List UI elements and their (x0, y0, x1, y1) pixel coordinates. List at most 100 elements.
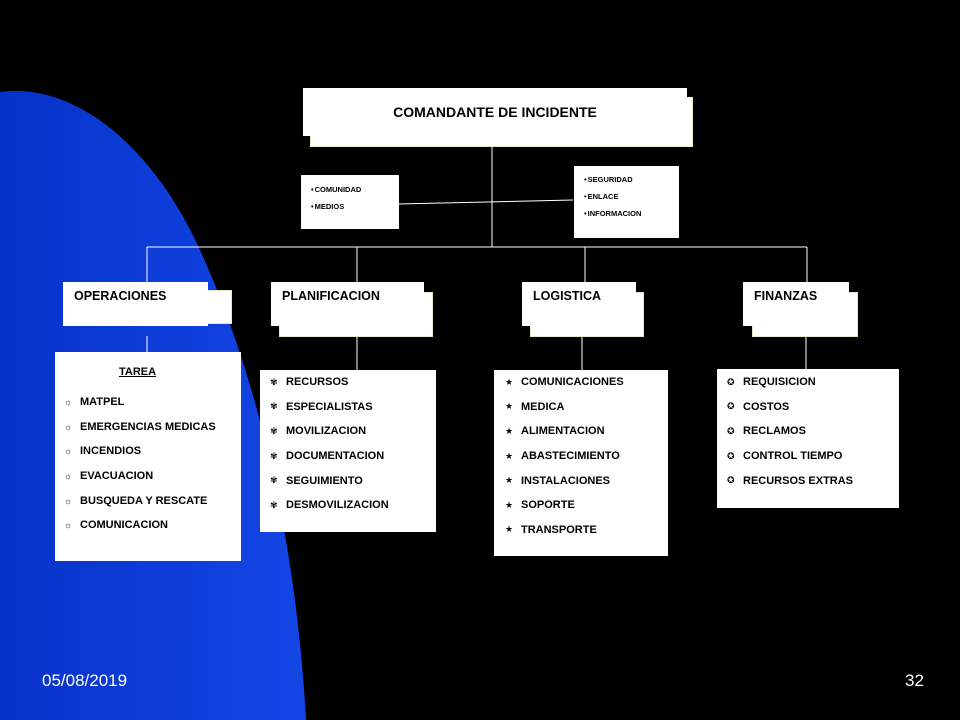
list-item: ★ INSTALACIONES (505, 468, 624, 493)
list-item-label: MATPEL (80, 396, 125, 409)
list-item-label: SOPORTE (521, 499, 575, 512)
star-icon: ★ (505, 524, 514, 535)
list-item-label: RECURSOS (286, 376, 349, 389)
staff-item: INFORMACION (584, 205, 679, 222)
section-logistica: LOGISTICA (522, 282, 636, 326)
flower-icon: ✾ (270, 450, 278, 461)
circled-star-icon: ✪ (727, 475, 735, 486)
finanzas-list: ✪ REQUISICION ✪ COSTOS ✪ RECLAMOS ✪ CONTROL … (727, 370, 853, 493)
section-operaciones: OPERACIONES (63, 282, 208, 326)
sun-icon: ☼ (64, 446, 73, 457)
list-item: ★ ALIMENTACION (505, 419, 624, 444)
planificacion-task-box (260, 370, 436, 532)
list-item: ☼ MATPEL (64, 390, 216, 415)
list-item: ✪ CONTROL TIEMPO (727, 444, 853, 469)
section-label: PLANIFICACION (282, 289, 380, 303)
list-item: ★ MEDICA (505, 395, 624, 420)
flower-icon: ✾ (270, 425, 278, 436)
list-item: ★ ABASTECIMIENTO (505, 444, 624, 469)
staff-left-list: COMUNIDAD MEDIOS (311, 181, 399, 215)
footer-date: 05/08/2019 (42, 671, 128, 690)
list-item-label: ABASTECIMIENTO (521, 450, 620, 463)
flower-icon: ✾ (270, 401, 278, 412)
list-item: ✾ DESMOVILIZACION (270, 493, 389, 518)
star-icon: ★ (505, 499, 514, 510)
list-item-label: EVACUACION (80, 470, 154, 483)
list-item: ★ TRANSPORTE (505, 518, 624, 543)
flower-icon: ✾ (270, 499, 278, 510)
staff-right-list: SEGURIDAD ENLACE INFORMACION (584, 171, 679, 222)
circled-star-icon: ✪ (727, 450, 735, 461)
star-icon: ★ (505, 450, 514, 461)
list-item: ✪ RECLAMOS (727, 419, 853, 444)
staff-left-box: COMUNIDAD MEDIOS (301, 175, 399, 229)
list-item-label: INSTALACIONES (521, 474, 611, 487)
section-planificacion: PLANIFICACION (271, 282, 424, 326)
list-item: ✾ ESPECIALISTAS (270, 395, 389, 420)
list-item-label: BUSQUEDA Y RESCATE (80, 494, 208, 507)
section-finanzas: FINANZAS (743, 282, 849, 326)
list-item: ✾ SEGUIMIENTO (270, 468, 389, 493)
logistica-list: ★ COMUNICACIONES ★ MEDICA ★ ALIMENTACION ★ A… (505, 370, 624, 542)
circled-star-icon: ✪ (727, 376, 735, 387)
list-item-label: COMUNICACION (80, 519, 168, 532)
list-item: ★ SOPORTE (505, 493, 624, 518)
list-item: ☼ INCENDIOS (64, 439, 216, 464)
star-icon: ★ (505, 475, 514, 486)
section-label: FINANZAS (754, 289, 818, 303)
list-item: ☼ EMERGENCIAS MEDICAS (64, 415, 216, 440)
star-icon: ★ (505, 376, 514, 387)
staff-item: SEGURIDAD (584, 171, 679, 188)
list-item-label: ALIMENTACION (521, 425, 605, 438)
star-icon: ★ (505, 425, 514, 436)
circled-star-icon: ✪ (727, 401, 735, 412)
list-item-label: TRANSPORTE (521, 523, 597, 536)
incident-commander-box: COMANDANTE DE INCIDENTE (303, 88, 687, 136)
section-label: LOGISTICA (533, 289, 602, 303)
planificacion-list: ✾ RECURSOS ✾ ESPECIALISTAS ✾ MOVILIZACION ✾… (270, 370, 389, 518)
star-icon: ★ (505, 401, 514, 412)
list-item-label: REQUISICION (743, 376, 816, 389)
incident-commander-label: COMANDANTE DE INCIDENTE (393, 104, 597, 120)
list-item-label: COSTOS (743, 400, 790, 413)
list-item: ✾ MOVILIZACION (270, 419, 389, 444)
list-item-label: MEDICA (521, 400, 565, 413)
sun-icon: ☼ (64, 421, 73, 432)
operaciones-task-box (55, 352, 241, 561)
circled-star-icon: ✪ (727, 425, 735, 436)
list-item-label: CONTROL TIEMPO (743, 450, 843, 463)
list-item: ✾ DOCUMENTACION (270, 444, 389, 469)
operaciones-list: ☼MATPEL ☼EMERGENCIAS MEDICAS ☼INCENDIOS … (64, 390, 216, 538)
list-item-label: COMUNICACIONES (521, 376, 624, 389)
list-item-label: ESPECIALISTAS (286, 400, 373, 413)
list-item: ✪ REQUISICION (727, 370, 853, 395)
list-item-label: EMERGENCIAS MEDICAS (80, 420, 216, 433)
list-item-label: INCENDIOS (80, 445, 142, 458)
finanzas-task-box (717, 369, 899, 508)
sun-icon: ☼ (64, 471, 73, 482)
list-item-label: SEGUIMIENTO (286, 474, 363, 487)
list-item-label: RECLAMOS (743, 425, 806, 438)
list-item: ✾ RECURSOS (270, 370, 389, 395)
list-item-label: DESMOVILIZACION (286, 499, 389, 512)
page-number: 32 (905, 671, 924, 690)
list-item-label: RECURSOS EXTRAS (743, 474, 854, 487)
task-header: TAREA (119, 366, 157, 378)
list-item: ✪ COSTOS (727, 395, 853, 420)
sun-icon: ☼ (64, 495, 73, 506)
logistica-task-box (494, 370, 668, 556)
sun-icon: ☼ (64, 397, 73, 408)
staff-item: COMUNIDAD (311, 181, 399, 198)
sun-icon: ☼ (64, 520, 73, 531)
staff-right-box: SEGURIDAD ENLACE INFORMACION (574, 166, 679, 238)
staff-item: ENLACE (584, 188, 679, 205)
list-item-label: DOCUMENTACION (286, 450, 385, 463)
list-item: ✪ RECURSOS EXTRAS (727, 468, 853, 493)
flower-icon: ✾ (270, 475, 278, 486)
list-item: ★ COMUNICACIONES (505, 370, 624, 395)
list-item: ☼ EVACUACION (64, 464, 216, 489)
list-item: ☼ BUSQUEDA Y RESCATE (64, 488, 216, 513)
flower-icon: ✾ (270, 376, 278, 387)
list-item-label: MOVILIZACION (286, 425, 367, 438)
